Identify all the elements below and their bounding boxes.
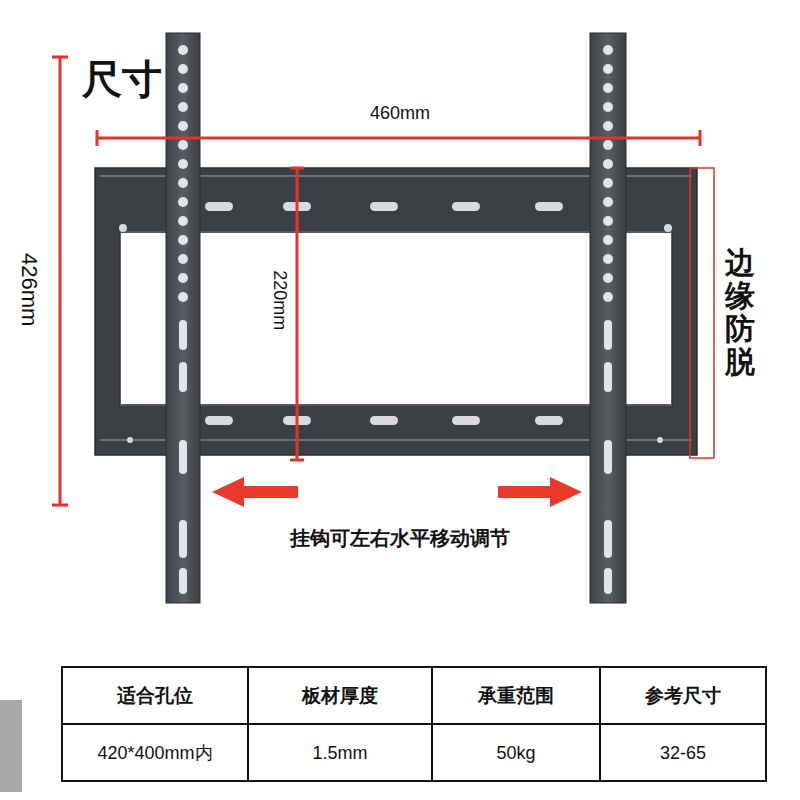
table-header: 适合孔位 (117, 685, 193, 707)
feature-note: 边缘防脱 (725, 246, 755, 378)
table-cell: 420*400mm内 (97, 743, 212, 764)
arm-holes (178, 45, 613, 594)
rail-dimension: 220mm (270, 270, 291, 330)
adjust-note: 挂钩可左右水平移动调节 (290, 527, 510, 550)
spec-table (62, 667, 766, 781)
heading: 尺寸 (82, 56, 162, 102)
frame-edge (120, 404, 672, 406)
table-header: 参考尺寸 (645, 685, 721, 707)
dimension-lines (52, 57, 700, 505)
hanging-arm (166, 33, 626, 603)
table-cell: 32-65 (660, 743, 706, 764)
table-header: 板材厚度 (302, 685, 378, 707)
side-block (0, 700, 22, 792)
table-cell: 1.5mm (312, 743, 367, 764)
table-header: 承重范围 (478, 685, 554, 707)
rail-slots (119, 202, 672, 443)
table-cell: 50kg (496, 743, 535, 764)
width-dimension: 460mm (370, 103, 430, 124)
edge-bracket (690, 168, 714, 458)
frame-edge (120, 231, 672, 233)
move-arrows (212, 477, 582, 507)
height-dimension: 426mm (17, 253, 42, 326)
